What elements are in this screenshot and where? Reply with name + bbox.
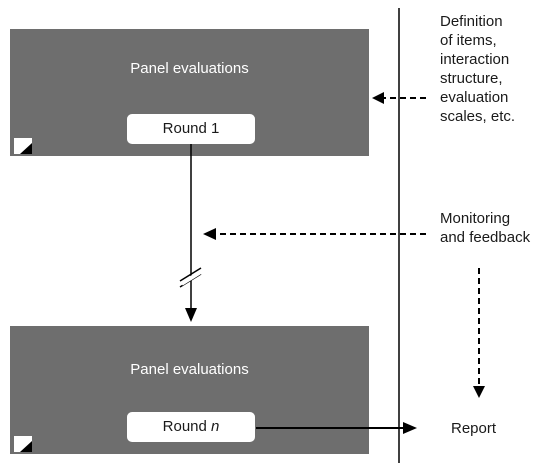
round-label: Round: [162, 120, 207, 137]
round-n-box: Round n: [127, 412, 255, 442]
connector-arrowhead: [185, 308, 197, 322]
round-number: 1: [211, 120, 220, 137]
panel-title: Panel evaluations: [130, 361, 249, 378]
definition-arrowhead: [372, 92, 384, 104]
monitoring-line: Monitoring: [440, 210, 511, 227]
round-1-box: Round 1: [127, 114, 255, 144]
definition-line: evaluation: [440, 89, 509, 106]
page-corner-icon: [14, 436, 32, 452]
report-arrowhead: [403, 422, 417, 434]
report-label: Report: [451, 420, 497, 437]
page-corner-icon: [14, 138, 32, 154]
definition-line: of items,: [440, 32, 497, 49]
definition-line: interaction: [440, 51, 510, 68]
round-number: n: [211, 418, 220, 435]
monitoring-line: and feedback: [440, 229, 531, 246]
report-down-arrowhead: [473, 386, 485, 398]
definition-line: scales, etc.: [440, 108, 516, 125]
panel-round-n: Panel evaluations Round n: [10, 326, 369, 454]
break-mark: [179, 267, 202, 282]
definition-line: Definition: [440, 13, 503, 30]
round-label: Round: [162, 418, 207, 435]
panel-title: Panel evaluations: [130, 60, 249, 77]
definition-note: Definition of items, interaction structu…: [440, 12, 515, 126]
panel-round-1: Panel evaluations Round 1: [10, 29, 369, 156]
monitoring-note: Monitoring and feedback: [440, 209, 530, 247]
monitoring-arrowhead: [203, 228, 216, 240]
definition-line: structure,: [440, 70, 503, 87]
